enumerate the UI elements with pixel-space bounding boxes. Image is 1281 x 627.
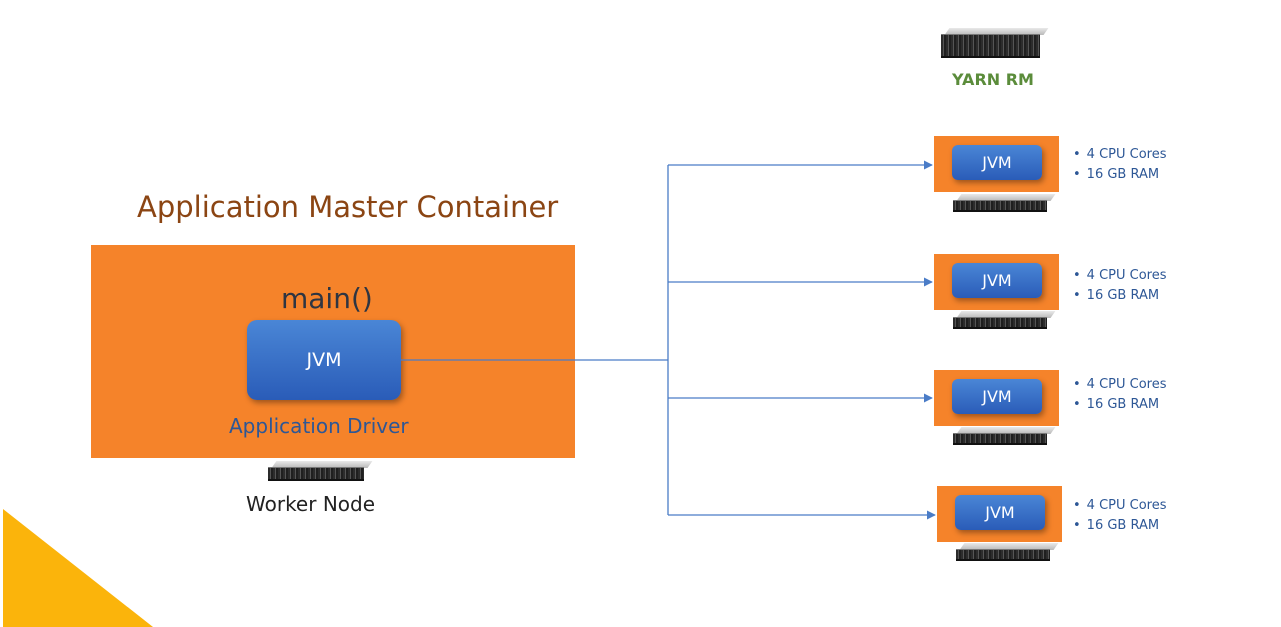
worker-node-server-icon xyxy=(268,461,373,481)
worker-node-label: Worker Node xyxy=(246,492,376,516)
yarn-rm-label: YARN RM xyxy=(952,70,1034,89)
executor-server-icon-4 xyxy=(956,543,1059,561)
spec-ram-2: 16 GB RAM xyxy=(1073,286,1167,306)
executor-container-1: JVM xyxy=(934,136,1059,192)
executor-container-4: JVM xyxy=(937,486,1062,542)
spec-ram-1: 16 GB RAM xyxy=(1073,165,1167,185)
executor-jvm-4: JVM xyxy=(955,495,1045,530)
executor-jvm-3: JVM xyxy=(952,379,1042,414)
yarn-rm-server-icon xyxy=(941,28,1049,58)
spec-cpu-4: 4 CPU Cores xyxy=(1073,496,1167,516)
executor-specs-1: 4 CPU Cores 16 GB RAM xyxy=(1073,145,1167,185)
executor-jvm-1: JVM xyxy=(952,145,1042,180)
executor-specs-4: 4 CPU Cores 16 GB RAM xyxy=(1073,496,1167,536)
application-master-title: Application Master Container xyxy=(137,190,559,224)
executor-server-icon-2 xyxy=(953,311,1056,329)
driver-jvm: JVM xyxy=(247,320,401,400)
executor-server-icon-3 xyxy=(953,427,1056,445)
spec-cpu-3: 4 CPU Cores xyxy=(1073,375,1167,395)
spec-ram-3: 16 GB RAM xyxy=(1073,395,1167,415)
application-driver-label: Application Driver xyxy=(229,414,409,438)
executor-server-icon-1 xyxy=(953,194,1056,212)
executor-specs-3: 4 CPU Cores 16 GB RAM xyxy=(1073,375,1167,415)
spec-ram-4: 16 GB RAM xyxy=(1073,516,1167,536)
executor-specs-2: 4 CPU Cores 16 GB RAM xyxy=(1073,266,1167,306)
spec-cpu-1: 4 CPU Cores xyxy=(1073,145,1167,165)
executor-container-2: JVM xyxy=(934,254,1059,310)
main-function-label: main() xyxy=(281,282,373,315)
spec-cpu-2: 4 CPU Cores xyxy=(1073,266,1167,286)
executor-container-3: JVM xyxy=(934,370,1059,426)
executor-jvm-2: JVM xyxy=(952,263,1042,298)
